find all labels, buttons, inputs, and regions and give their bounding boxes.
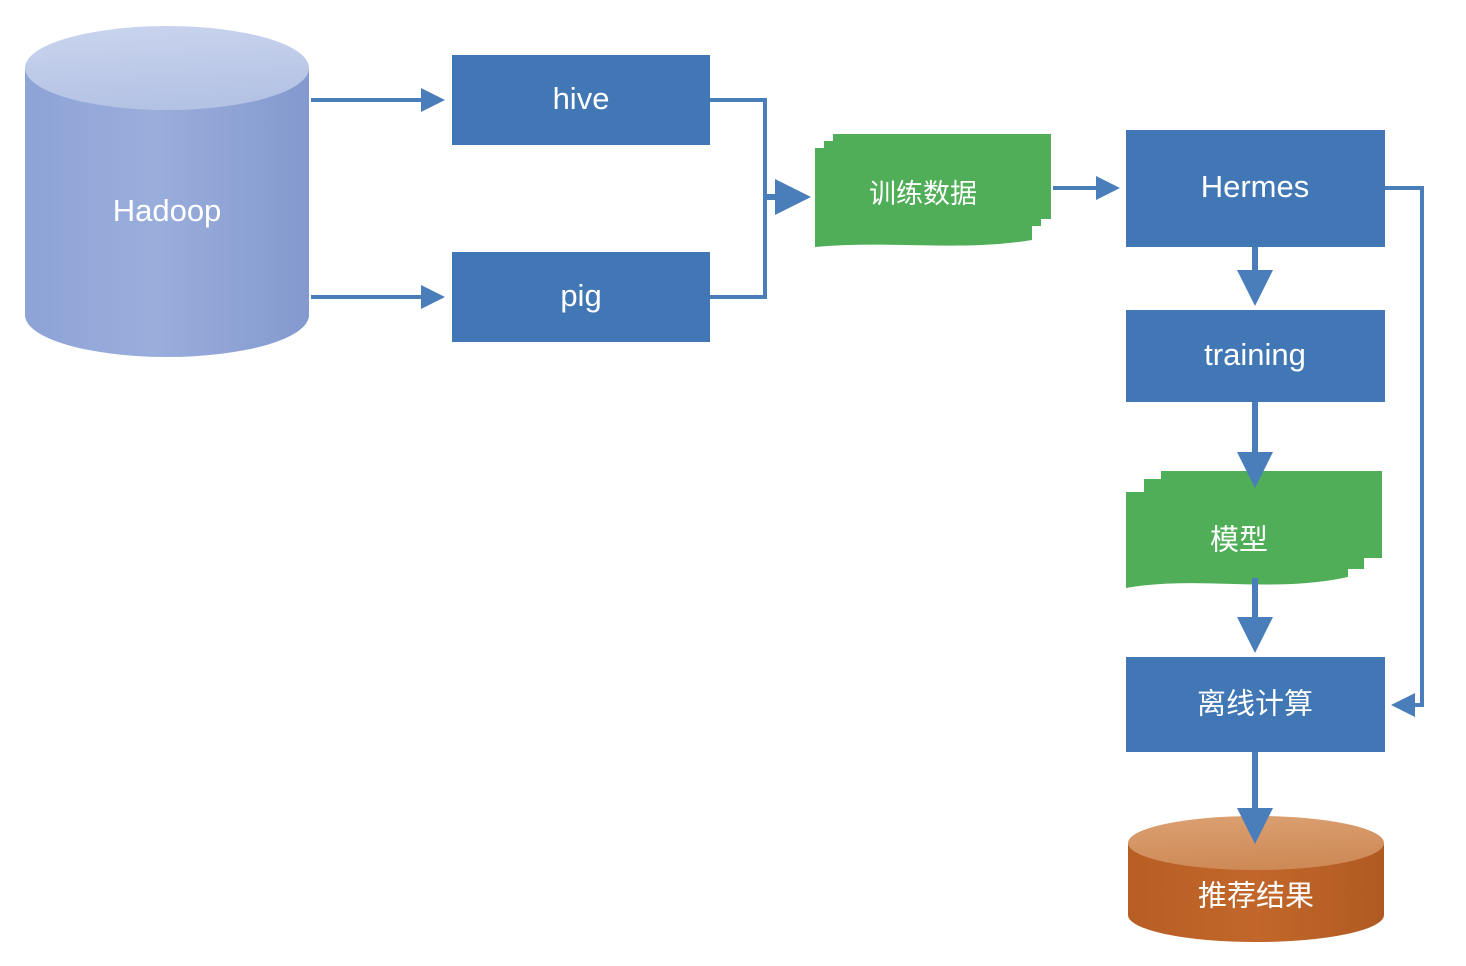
node-pig[interactable]: pig [452,252,710,342]
node-training[interactable]: training [1126,310,1385,402]
node-hadoop[interactable]: Hadoop [25,26,309,357]
result-cylinder-body [1128,843,1384,942]
hadoop-cylinder-body [25,68,309,357]
node-train-data[interactable]: 训练数据 [815,134,1051,247]
hadoop-cylinder-top [25,26,309,110]
model-document-shape [1126,492,1382,588]
edge-hive-to-merge [710,98,767,197]
train-data-document-shape [815,148,1051,247]
edge-pig-to-merge [710,197,767,299]
node-hermes[interactable]: Hermes [1126,130,1385,247]
edge-hermes-to-offline-loop [1385,186,1424,717]
hermes-box-shape [1126,130,1385,247]
node-hive[interactable]: hive [452,55,710,145]
node-offline[interactable]: 离线计算 [1126,657,1385,752]
training-box-shape [1126,310,1385,402]
pig-box-shape [452,252,710,342]
offline-box-shape [1126,657,1385,752]
node-model[interactable]: 模型 [1126,471,1382,588]
model-stack-mid [1144,479,1382,492]
hive-box-shape [452,55,710,145]
